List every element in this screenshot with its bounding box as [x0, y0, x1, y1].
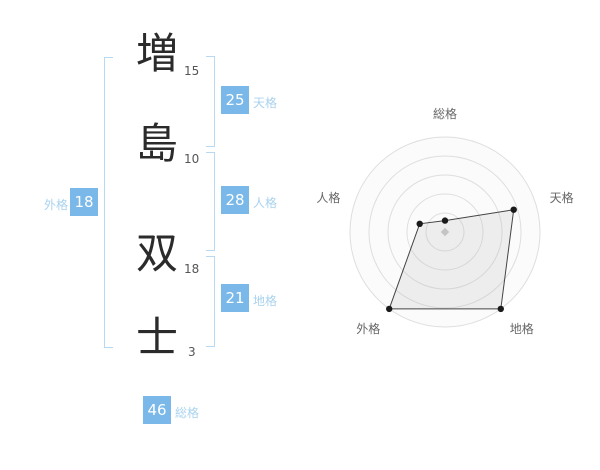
stroke-count-1: 15: [184, 64, 200, 78]
radar-data-point: [497, 305, 504, 313]
name-character-4: 士: [135, 313, 178, 362]
radar-ring: [425, 212, 465, 252]
radar-data-point: [416, 220, 423, 227]
name-character-1: 増: [135, 29, 178, 78]
tenkaku-label: 天格: [253, 96, 278, 110]
name-character-3: 双: [135, 229, 178, 278]
radar-data-point: [510, 206, 517, 213]
tenkaku-bracket: [206, 56, 215, 147]
radar-ring: [387, 174, 503, 290]
radar-axis-label: 外格: [356, 321, 380, 336]
jinkaku-label: 人格: [253, 196, 278, 210]
radar-data-point: [441, 217, 449, 224]
stroke-count-2: 10: [184, 152, 200, 166]
radar-axis-label: 人格: [316, 190, 340, 205]
chikaku-label: 地格: [253, 294, 278, 308]
name-character-2: 島: [135, 119, 178, 168]
tenkaku-score-badge: 25: [221, 86, 249, 114]
soukaku-label: 総格: [175, 406, 200, 420]
fortune-radar-chart: 総格天格地格 外格 人格: [300, 102, 590, 362]
chikaku-score-badge: 21: [221, 284, 249, 312]
soukaku-score-badge: 46: [143, 396, 171, 424]
gaikaku-score-badge: 18: [70, 188, 98, 216]
radar-axis-label: 天格: [550, 190, 574, 205]
chikaku-bracket: [206, 256, 215, 347]
stroke-count-3: 18: [184, 262, 200, 276]
jinkaku-bracket: [206, 152, 215, 251]
jinkaku-score-badge: 28: [221, 186, 249, 214]
stroke-count-4: 3: [188, 345, 196, 359]
gaikaku-bracket: [104, 57, 113, 348]
radar-data-point: [386, 305, 393, 313]
radar-axis-label: 総格: [433, 106, 457, 121]
radar-ring: [368, 155, 522, 309]
gaikaku-label: 外格: [43, 198, 68, 212]
radar-center-marker: [440, 227, 450, 237]
radar-axis-label: 地格: [510, 321, 534, 336]
radar-ring: [406, 193, 484, 271]
radar-data-polygon: [388, 209, 515, 310]
